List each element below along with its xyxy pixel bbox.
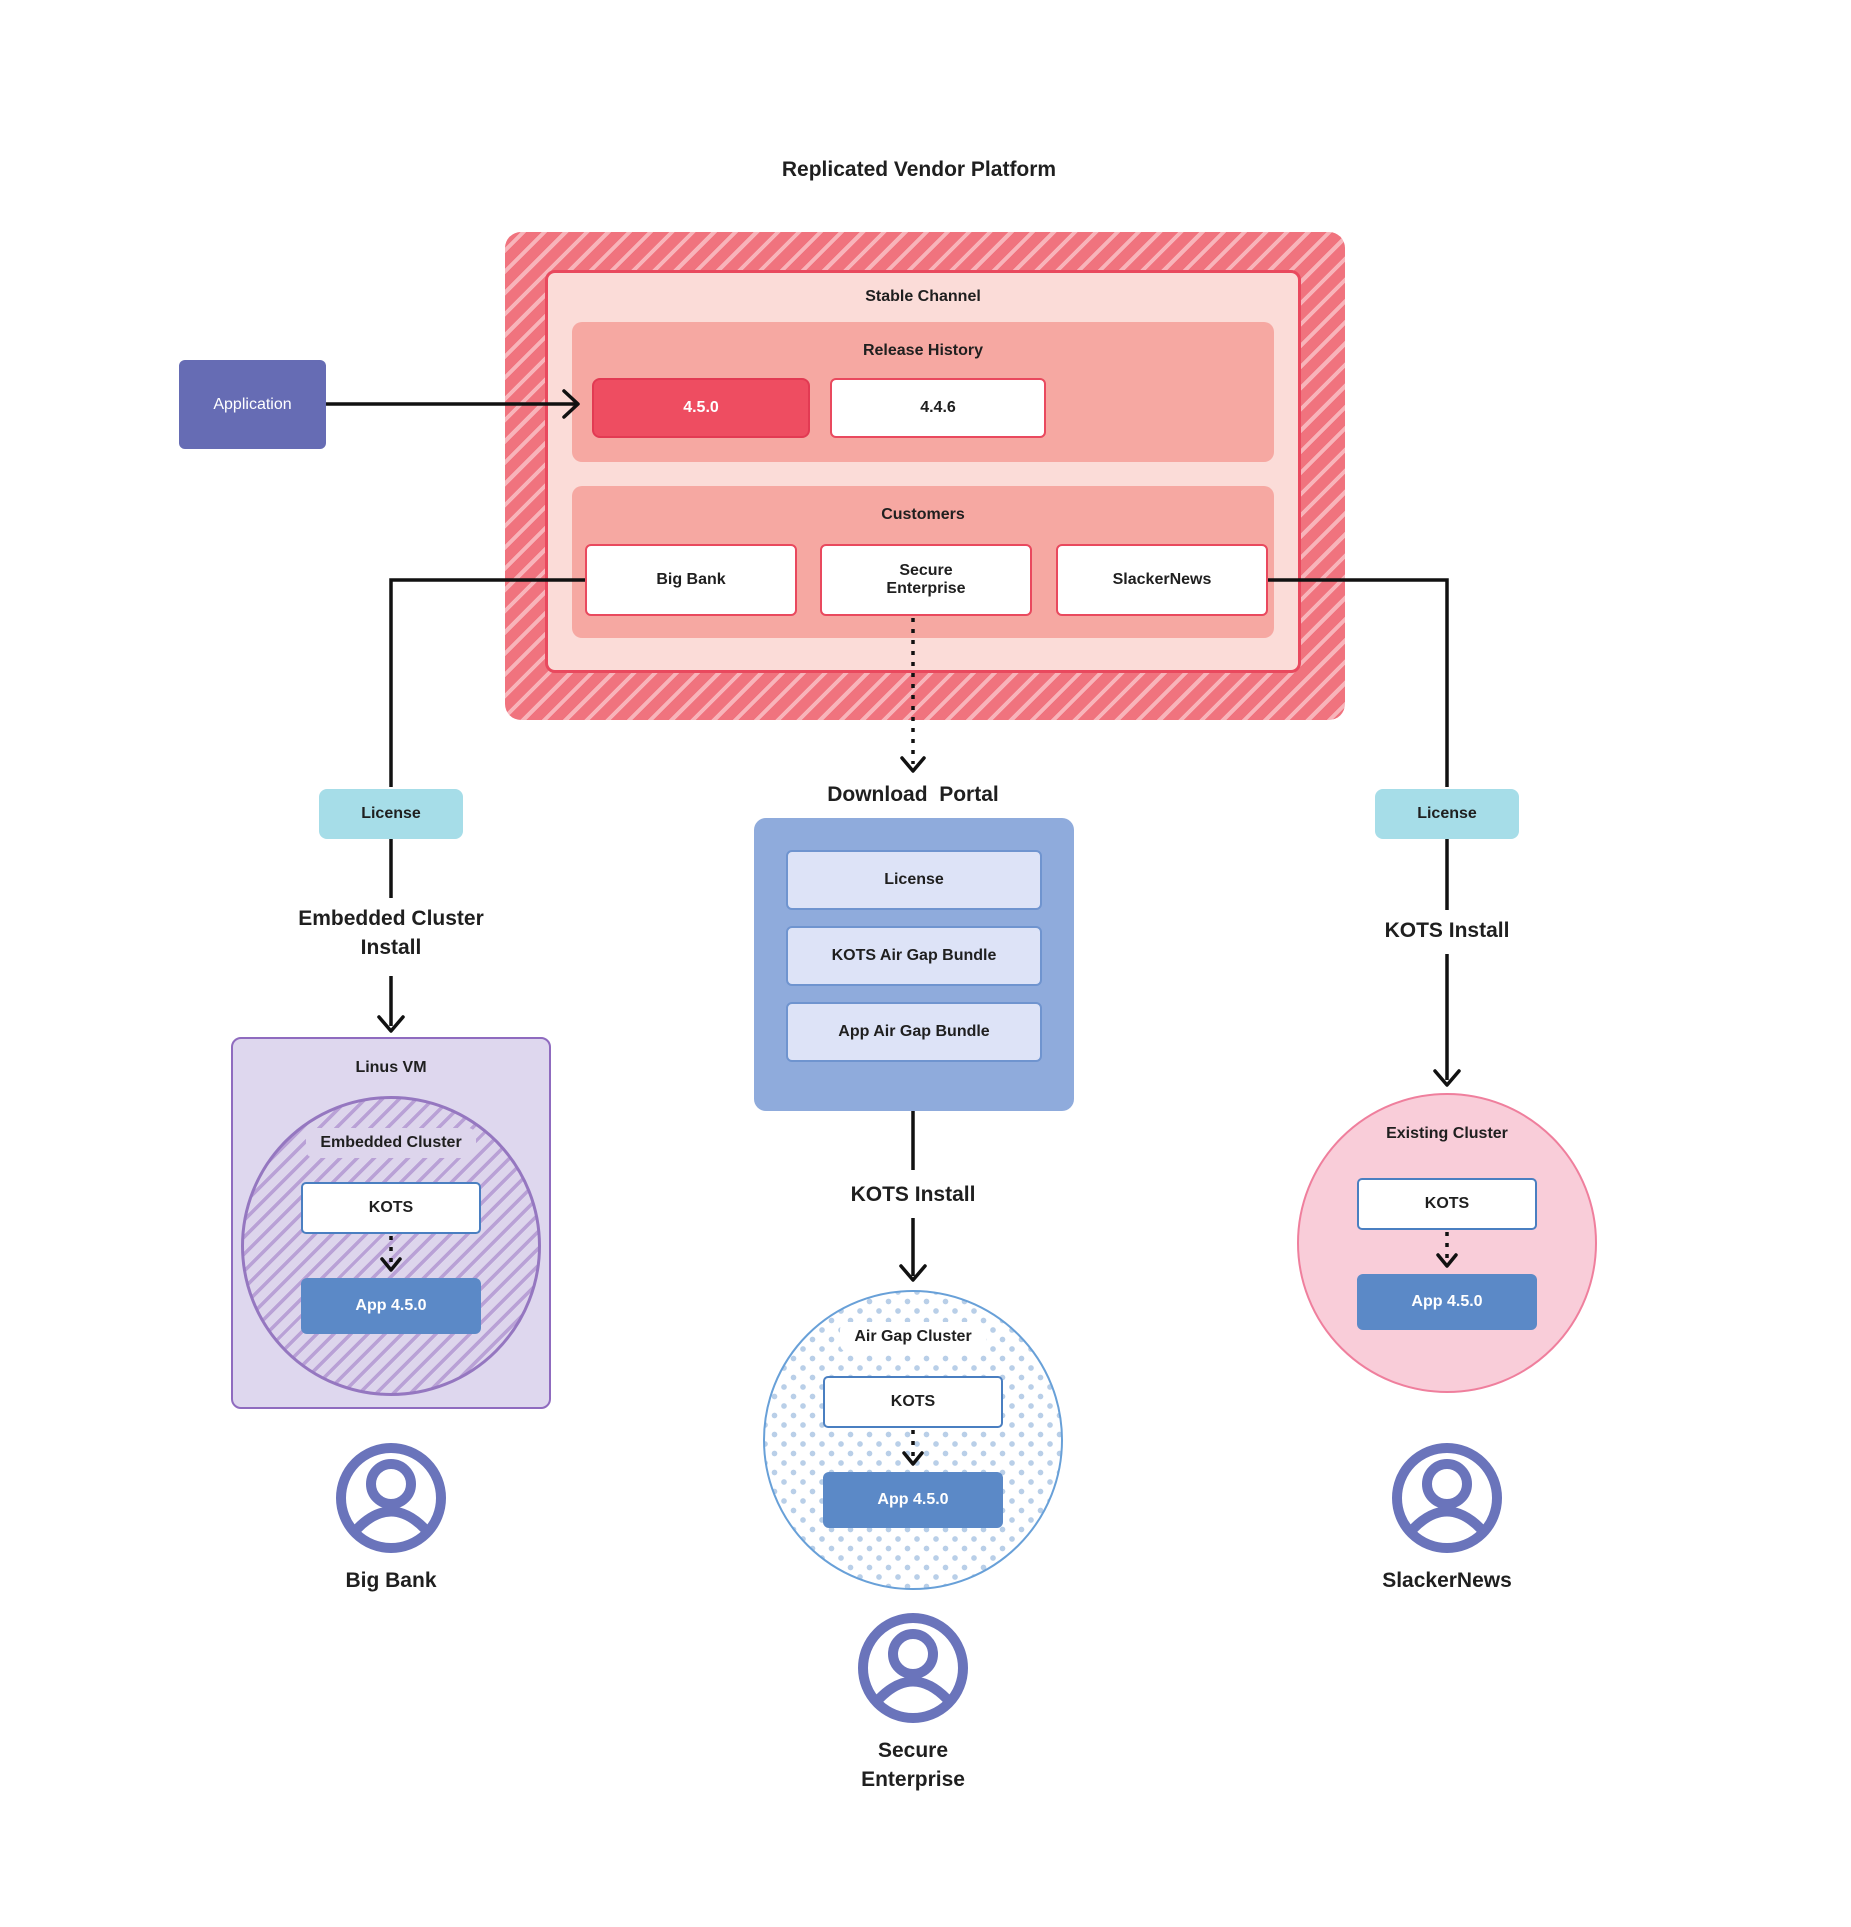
page-title: Replicated Vendor Platform bbox=[781, 158, 1057, 181]
arrowhead bbox=[899, 1264, 927, 1282]
portal-item-app-air-gap-bundle: App Air Gap Bundle bbox=[786, 1002, 1042, 1062]
big-bank-user-icon bbox=[336, 1443, 446, 1553]
embedded-cluster-label: Embedded Cluster bbox=[306, 1128, 476, 1158]
arrowhead bbox=[1433, 1069, 1461, 1087]
kots-box-secure-enterprise: KOTS bbox=[823, 1376, 1003, 1428]
embedded-cluster-label-row: Embedded Cluster bbox=[241, 1128, 541, 1158]
portal-item-kots-air-gap-bundle: KOTS Air Gap Bundle bbox=[786, 926, 1042, 986]
current-release-box: 4.5.0 bbox=[592, 378, 810, 438]
slackernews-user-label: SlackerNews bbox=[1382, 1569, 1512, 1592]
customer-box-secure-enterprise: Secure Enterprise bbox=[820, 544, 1032, 616]
kots-install-label-right: KOTS Install bbox=[1384, 919, 1510, 942]
license-chip-slackernews: License bbox=[1375, 789, 1519, 839]
download-portal-title: Download Portal bbox=[827, 783, 999, 806]
app-box-slackernews: App 4.5.0 bbox=[1357, 1274, 1537, 1330]
app-box-secure-enterprise: App 4.5.0 bbox=[823, 1472, 1003, 1528]
arrowhead bbox=[900, 756, 926, 773]
kots-box-big-bank: KOTS bbox=[301, 1182, 481, 1234]
air-gap-cluster-label-row: Air Gap Cluster bbox=[763, 1322, 1063, 1352]
customer-box-big-bank: Big Bank bbox=[585, 544, 797, 616]
secure-enterprise-user-icon bbox=[858, 1613, 968, 1723]
app-box-big-bank: App 4.5.0 bbox=[301, 1278, 481, 1334]
big-bank-user-label: Big Bank bbox=[345, 1569, 437, 1592]
previous-release-box: 4.4.6 bbox=[830, 378, 1046, 438]
customer-box-slackernews: SlackerNews bbox=[1056, 544, 1268, 616]
portal-item-license: License bbox=[786, 850, 1042, 910]
application-box: Application bbox=[179, 360, 326, 449]
air-gap-cluster-label: Air Gap Cluster bbox=[840, 1322, 986, 1352]
release-history-label: Release History bbox=[862, 342, 984, 359]
linus-vm-label: Linus VM bbox=[355, 1059, 427, 1076]
secure-enterprise-user-label: Secure Enterprise bbox=[861, 1739, 965, 1792]
license-chip-big-bank: License bbox=[319, 789, 463, 839]
customer-box-secure-enterprise-label: Secure Enterprise bbox=[886, 562, 966, 597]
existing-cluster-label: Existing Cluster bbox=[1386, 1125, 1508, 1142]
embedded-cluster-install-label: Embedded Cluster Install bbox=[298, 907, 484, 960]
stable-channel-label: Stable Channel bbox=[865, 288, 981, 305]
customers-label: Customers bbox=[881, 506, 965, 523]
kots-install-label-middle: KOTS Install bbox=[850, 1183, 976, 1206]
slackernews-user-icon bbox=[1392, 1443, 1502, 1553]
kots-box-slackernews: KOTS bbox=[1357, 1178, 1537, 1230]
arrowhead bbox=[377, 1015, 405, 1033]
